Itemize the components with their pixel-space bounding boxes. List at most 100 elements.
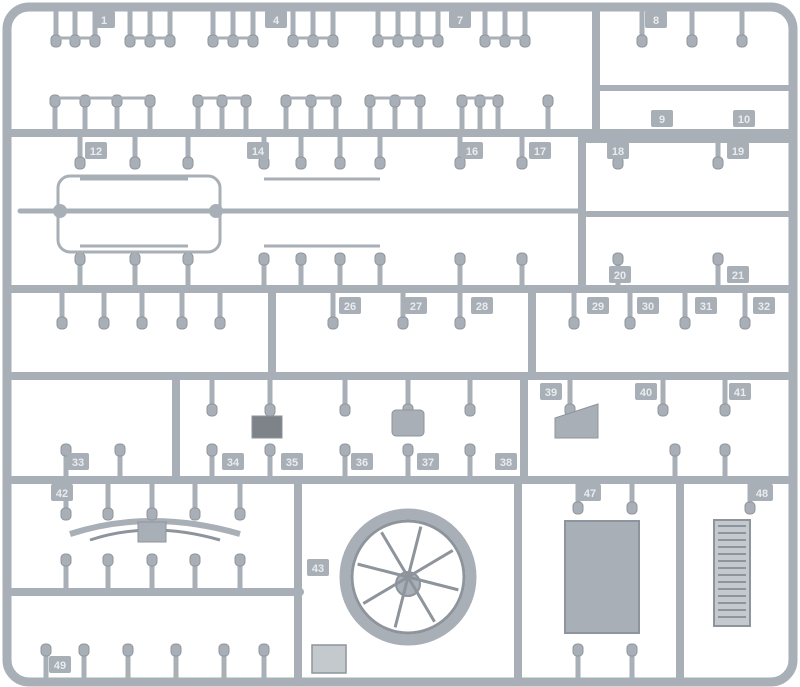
- part-number-label: 38: [500, 457, 512, 469]
- part-number-tab: [753, 297, 775, 314]
- small-part: [516, 156, 528, 170]
- small-part: [78, 643, 90, 657]
- small-part: [572, 643, 584, 657]
- part-number-tab: [733, 110, 755, 127]
- rod-end-part: [53, 204, 67, 218]
- part-number-tab: [609, 266, 631, 283]
- small-part: [719, 403, 731, 417]
- part-number-label: 35: [286, 457, 298, 469]
- small-part: [744, 501, 756, 515]
- wheel-spoke: [406, 526, 423, 578]
- small-part: [612, 252, 624, 266]
- small-part: [712, 156, 724, 170]
- part-number-tab: [579, 484, 601, 501]
- spoked-wheel-part: [339, 508, 477, 646]
- small-part: [374, 156, 386, 170]
- small-part: [339, 403, 351, 417]
- part-number-tab: [85, 142, 107, 159]
- small-part: [60, 507, 72, 521]
- part-number-tab: [351, 453, 373, 470]
- part-number-tab: [751, 484, 773, 501]
- part-number-label: 41: [734, 387, 746, 399]
- part-number-label: 33: [72, 457, 84, 469]
- part-number-label: 19: [732, 146, 744, 158]
- part-number-label: 31: [700, 301, 712, 313]
- part-number-tab: [495, 453, 517, 470]
- small-part: [114, 443, 126, 457]
- spring-clamp-part: [137, 521, 167, 543]
- part-number-tab: [645, 11, 667, 28]
- small-part: [189, 553, 201, 567]
- small-part: [736, 34, 748, 48]
- small-plate-part: [311, 644, 347, 674]
- part-number-label: 49: [54, 660, 66, 672]
- small-part: [122, 643, 134, 657]
- part-number-label: 9: [659, 114, 665, 126]
- part-number-tab: [540, 383, 562, 400]
- part-number-label: 1: [101, 15, 107, 27]
- small-part: [56, 316, 68, 330]
- small-part: [136, 316, 148, 330]
- small-part: [464, 443, 476, 457]
- box-part: [251, 415, 283, 439]
- leaf-spring-part: [69, 518, 241, 537]
- part-number-tab: [339, 297, 361, 314]
- part-number-tab: [727, 142, 749, 159]
- small-part: [189, 507, 201, 521]
- small-part: [669, 443, 681, 457]
- part-number-tab: [695, 297, 717, 314]
- small-part: [74, 252, 86, 266]
- grille-panel-part: [713, 519, 751, 627]
- small-part: [334, 156, 346, 170]
- part-number-label: 12: [90, 146, 102, 158]
- small-part: [624, 316, 636, 330]
- part-number-label: 21: [732, 270, 744, 282]
- small-part: [234, 553, 246, 567]
- part-number-label: 8: [653, 15, 659, 27]
- small-part: [60, 443, 72, 457]
- part-number-tab: [587, 297, 609, 314]
- part-number-tab: [529, 142, 551, 159]
- part-number-tab: [461, 142, 483, 159]
- part-number-tab: [727, 266, 749, 283]
- small-part: [295, 252, 307, 266]
- box-part: [391, 409, 425, 437]
- part-number-tab: [281, 453, 303, 470]
- wheel-spoke: [406, 576, 436, 623]
- small-part: [712, 252, 724, 266]
- small-part: [568, 316, 580, 330]
- small-part: [214, 316, 226, 330]
- part-number-tab: [93, 11, 115, 28]
- part-number-label: 4: [273, 15, 280, 27]
- small-part: [295, 156, 307, 170]
- grille-slats: [718, 525, 746, 618]
- small-part: [206, 443, 218, 457]
- part-number-label: 14: [252, 146, 265, 158]
- flat-panel-part: [564, 520, 640, 634]
- part-number-label: 30: [642, 301, 654, 313]
- rod-frame-part: [56, 174, 222, 254]
- part-number-label: 27: [410, 301, 422, 313]
- part-number-tab: [635, 383, 657, 400]
- part-number-label: 47: [584, 488, 596, 500]
- part-number-tab: [51, 484, 73, 501]
- part-number-tab: [222, 453, 244, 470]
- small-part: [102, 553, 114, 567]
- part-number-label: 28: [476, 301, 488, 313]
- part-number-tab: [417, 453, 439, 470]
- part-number-label: 39: [545, 387, 557, 399]
- part-number-tab: [449, 11, 471, 28]
- part-number-label: 32: [758, 301, 770, 313]
- small-part: [464, 403, 476, 417]
- small-part: [60, 553, 72, 567]
- small-part: [657, 403, 669, 417]
- part-number-label: 29: [592, 301, 604, 313]
- part-number-tab: [49, 656, 71, 673]
- small-part: [719, 443, 731, 457]
- part-number-label: 34: [227, 457, 240, 469]
- part-number-tab: [471, 297, 493, 314]
- part-number-label: 36: [356, 457, 368, 469]
- small-part: [334, 252, 346, 266]
